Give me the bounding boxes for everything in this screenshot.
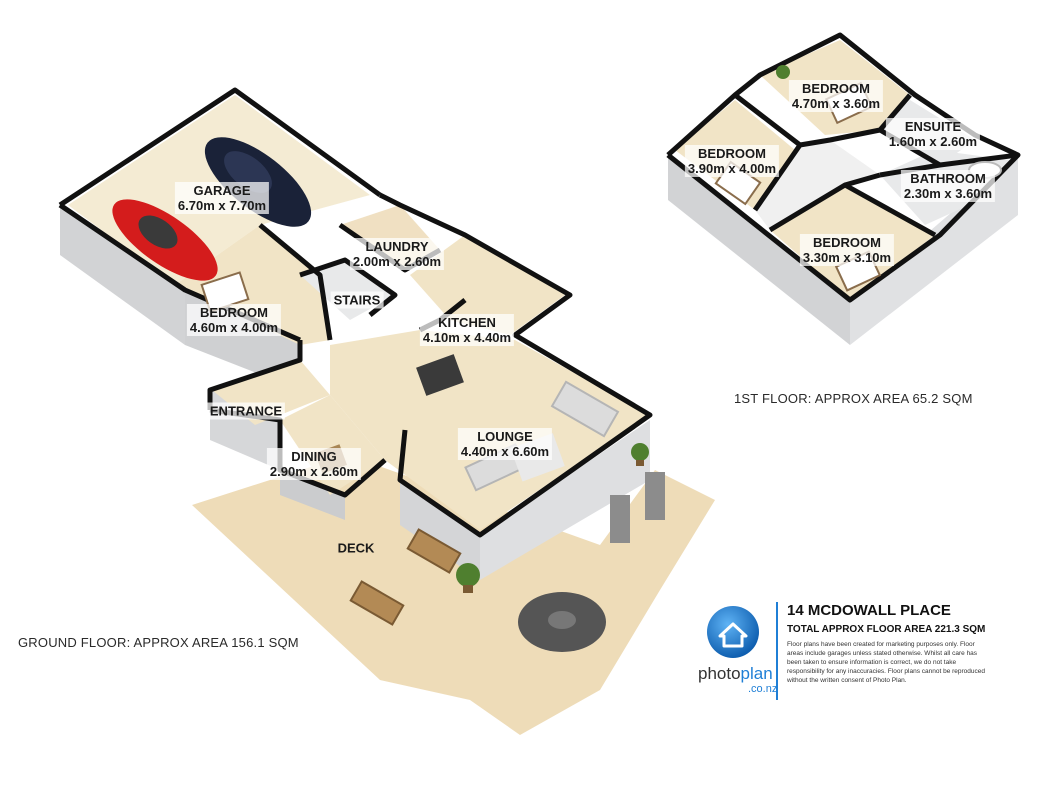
dining-outer-wall (280, 470, 345, 520)
room-dimensions: 4.60m x 4.00m (189, 320, 279, 335)
room-label-ensuite: ENSUITE 1.60m x 2.60m (885, 118, 981, 150)
room-label-bathroom: BATHROOM 2.30m x 3.60m (900, 170, 996, 202)
room-name: BEDROOM (802, 81, 870, 96)
first-floor-left-wall (668, 155, 850, 345)
bench-icon (349, 580, 405, 626)
sun-lounger-icon (645, 472, 665, 520)
potted-plant-icon (776, 65, 790, 79)
room-name: LOUNGE (477, 429, 533, 444)
room-label-kitchen: KITCHEN 4.10m x 4.40m (419, 314, 515, 346)
garage-outer-wall (60, 205, 185, 345)
room-name: ENTRANCE (209, 403, 283, 419)
property-address: 14 MCDOWALL PLACE (787, 602, 951, 619)
red-car-icon (112, 199, 218, 281)
landing-floor (755, 140, 880, 230)
room-dimensions: 2.00m x 2.60m (352, 254, 442, 269)
room-label-garage: GARAGE 6.70m x 7.70m (174, 182, 270, 214)
first-floor-right-wall (850, 155, 1018, 345)
room-name: BEDROOM (200, 305, 268, 320)
logo-domain: .co.nz (748, 683, 778, 695)
room-label-entrance: ENTRANCE (206, 402, 286, 420)
room-name: BEDROOM (813, 235, 881, 250)
room-dimensions: 4.10m x 4.40m (422, 330, 512, 345)
logo-wordmark-main: photo (698, 664, 741, 683)
room-dimensions: 4.70m x 3.60m (791, 96, 881, 111)
bedroom-floor (175, 225, 330, 345)
room-dimensions: 3.90m x 4.00m (687, 161, 777, 176)
disclaimer-text: Floor plans have been created for market… (787, 641, 985, 684)
room-dimensions: 6.70m x 7.70m (177, 198, 267, 213)
room-label-bedroom-first-b: BEDROOM 3.90m x 4.00m (684, 145, 780, 177)
room-label-bedroom-first-c: BEDROOM 3.30m x 3.10m (799, 234, 895, 266)
bench-icon (406, 528, 462, 574)
room-name: ENSUITE (904, 119, 962, 134)
room-label-laundry: LAUNDRY 2.00m x 2.60m (349, 238, 445, 270)
room-name: LAUNDRY (365, 239, 429, 254)
room-name: KITCHEN (438, 315, 496, 330)
room-dimensions: 2.90m x 2.60m (269, 464, 359, 479)
room-label-stairs: STAIRS (330, 291, 384, 309)
room-name: GARAGE (193, 183, 251, 198)
info-divider (776, 602, 778, 700)
room-label-lounge: LOUNGE 4.40m x 6.60m (457, 428, 553, 460)
outdoor-table-top-icon (548, 611, 576, 629)
room-name: STAIRS (333, 292, 381, 308)
total-floor-area: TOTAL APPROX FLOOR AREA 221.3 SQM (787, 624, 986, 635)
potted-plant-icon (456, 563, 480, 593)
room-label-deck: DECK (335, 540, 378, 557)
room-name: DINING (291, 449, 337, 464)
ground-floor-caption: GROUND FLOOR: APPROX AREA 156.1 SQM (18, 635, 299, 650)
first-floor-caption: 1ST FLOOR: APPROX AREA 65.2 SQM (734, 391, 973, 406)
room-dimensions: 3.30m x 3.10m (802, 250, 892, 265)
logo-wordmark-accent: plan (740, 664, 773, 683)
logo-wordmark: photoplan (698, 664, 773, 684)
room-name: DECK (337, 540, 375, 556)
room-dimensions: 2.30m x 3.60m (903, 186, 993, 201)
room-label-bedroom-ground: BEDROOM 4.60m x 4.00m (186, 304, 282, 336)
kitchen-island-icon (416, 354, 464, 396)
lounge-side-wall (480, 420, 650, 580)
room-dimensions: 4.40m x 6.60m (460, 444, 550, 459)
sun-lounger-icon (610, 495, 630, 543)
room-dimensions: 1.60m x 2.60m (888, 134, 978, 149)
photoplan-logo-icon (707, 606, 759, 658)
room-label-bedroom-first-a: BEDROOM 4.70m x 3.60m (788, 80, 884, 112)
sofa-icon (550, 380, 620, 438)
room-name: BEDROOM (698, 146, 766, 161)
room-name: BATHROOM (910, 171, 986, 186)
potted-plant-icon (631, 443, 649, 466)
room-label-dining: DINING 2.90m x 2.60m (266, 448, 362, 480)
deck-area (192, 455, 715, 735)
